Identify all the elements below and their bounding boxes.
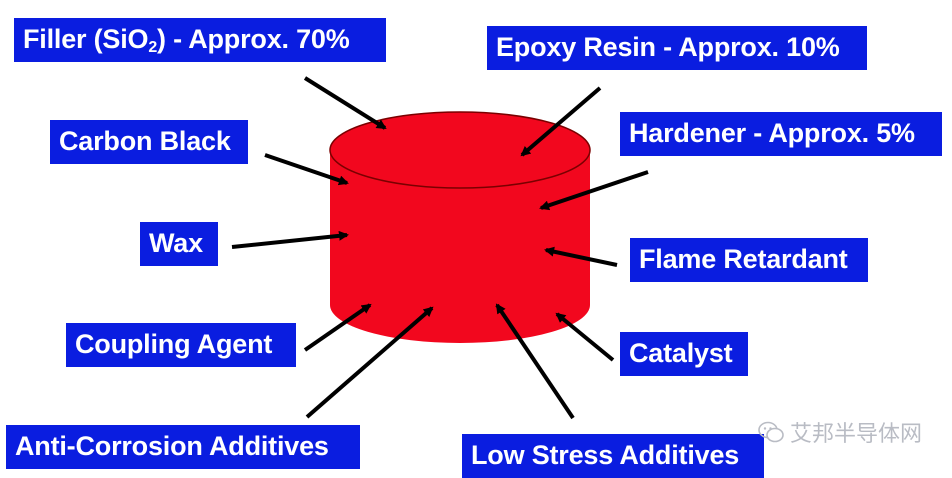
label-anti-corrosion: Anti-Corrosion Additives	[6, 425, 360, 469]
cylinder-top	[329, 111, 591, 189]
arrow-catalyst	[555, 312, 615, 362]
arrow-low-stress	[495, 303, 575, 420]
cylinder	[329, 111, 591, 343]
label-low-stress: Low Stress Additives	[462, 434, 764, 478]
arrow-carbon-black	[264, 153, 349, 186]
arrow-epoxy-resin	[520, 86, 602, 157]
label-epoxy-resin: Epoxy Resin - Approx. 10%	[487, 26, 867, 70]
label-coupling-agent: Coupling Agent	[66, 323, 296, 367]
label-hardener: Hardener - Approx. 5%	[620, 112, 942, 156]
label-catalyst: Catalyst	[620, 332, 748, 376]
arrow-flame-retardant	[544, 246, 618, 267]
wechat-icon	[758, 421, 784, 443]
label-flame-retardant: Flame Retardant	[630, 238, 868, 282]
arrow-anti-corrosion	[305, 306, 434, 419]
label-filler: Filler (SiO2) - Approx. 70%	[14, 18, 386, 62]
arrow-hardener	[539, 170, 649, 211]
label-wax: Wax	[140, 222, 218, 266]
watermark: 艾邦半导体网	[758, 416, 922, 448]
arrow-wax	[231, 230, 349, 249]
label-carbon-black: Carbon Black	[50, 120, 248, 164]
watermark-text: 艾邦半导体网	[789, 421, 922, 446]
cylinder-body	[330, 150, 590, 343]
arrow-coupling-agent	[303, 303, 372, 352]
arrow-filler	[303, 76, 387, 130]
